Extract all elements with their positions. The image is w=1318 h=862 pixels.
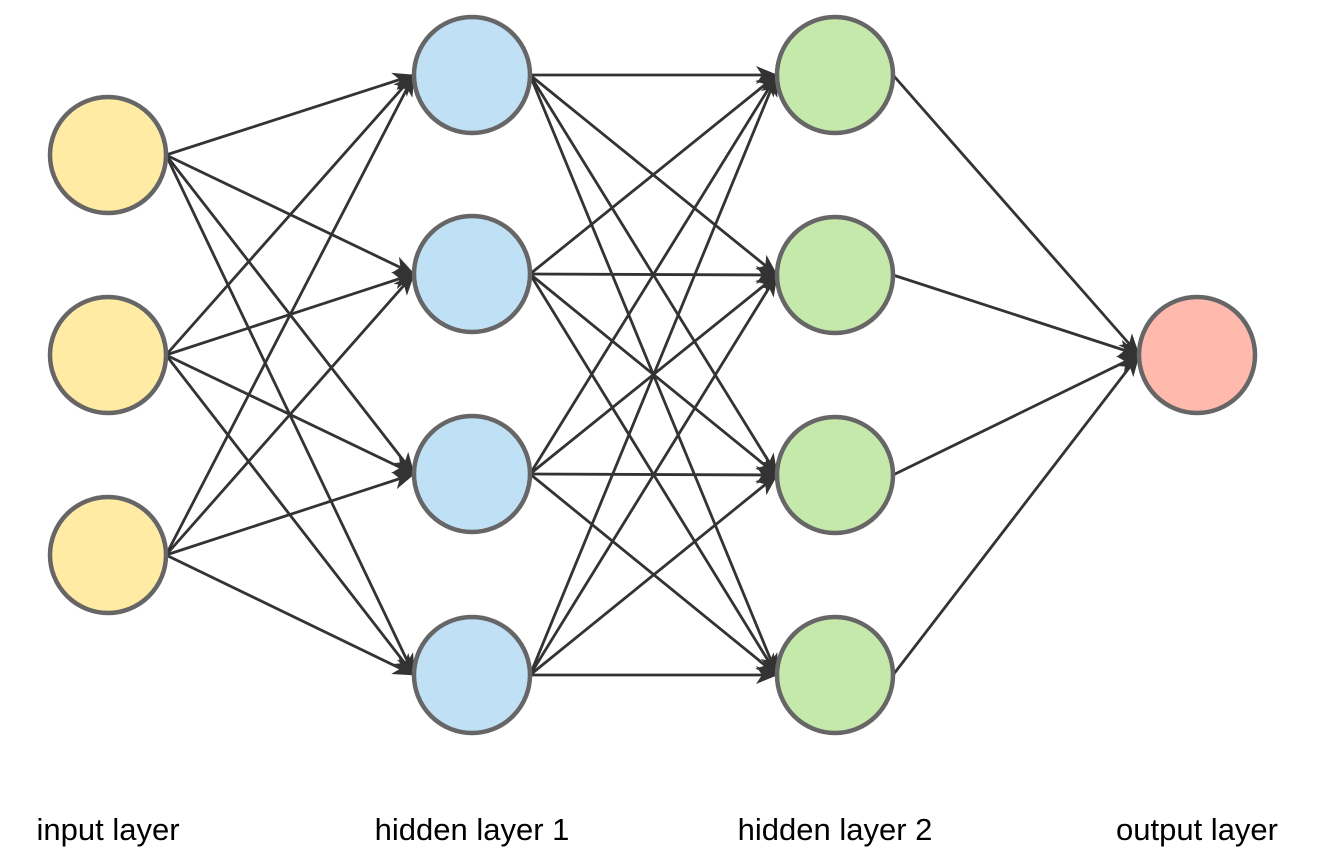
layer-label-input: input layer [36, 812, 179, 847]
edge-hidden1-4-hidden2-3 [529, 473, 778, 677]
layer-label-output: output layer [1116, 812, 1278, 847]
edge-input-2-hidden1-1 [164, 74, 416, 356]
hidden2-node-4 [774, 614, 896, 736]
hidden1-node-1 [411, 14, 533, 136]
layer-label-hidden2: hidden layer 2 [738, 812, 933, 847]
hidden1-node-3 [411, 413, 533, 535]
output-node-1 [1136, 294, 1258, 416]
hidden1-node-2 [411, 213, 533, 335]
hidden2-node-1 [774, 14, 896, 136]
edge-input-3-hidden1-4 [165, 553, 415, 677]
input-node-3 [47, 494, 169, 616]
input-node-1 [47, 94, 169, 216]
edge-hidden2-3-output-1 [892, 353, 1140, 477]
edge-hidden2-1-output-1 [891, 74, 1141, 356]
layer-label-hidden1: hidden layer 1 [375, 812, 570, 847]
hidden1-node-4 [411, 614, 533, 736]
edge-input-1-hidden1-1 [165, 72, 415, 157]
nodes-group [47, 14, 1258, 736]
input-node-2 [47, 294, 169, 416]
labels-group: input layer hidden layer 1 hidden layer 2 o… [36, 812, 1278, 847]
edge-hidden2-2-output-1 [892, 273, 1140, 358]
edge-input-3-hidden1-2 [164, 273, 416, 556]
edge-hidden1-4-hidden2-2 [528, 274, 779, 676]
hidden2-node-3 [774, 414, 896, 536]
edges-group [164, 66, 1141, 684]
edge-input-3-hidden1-3 [165, 471, 415, 557]
hidden2-node-2 [774, 214, 896, 336]
edge-input-3-hidden1-1 [164, 74, 416, 556]
edge-hidden1-2-hidden2-1 [529, 73, 778, 276]
edge-hidden1-4-hidden2-1 [528, 74, 779, 676]
edge-hidden1-3-hidden2-1 [528, 74, 779, 475]
edge-hidden2-4-output-1 [891, 354, 1141, 676]
